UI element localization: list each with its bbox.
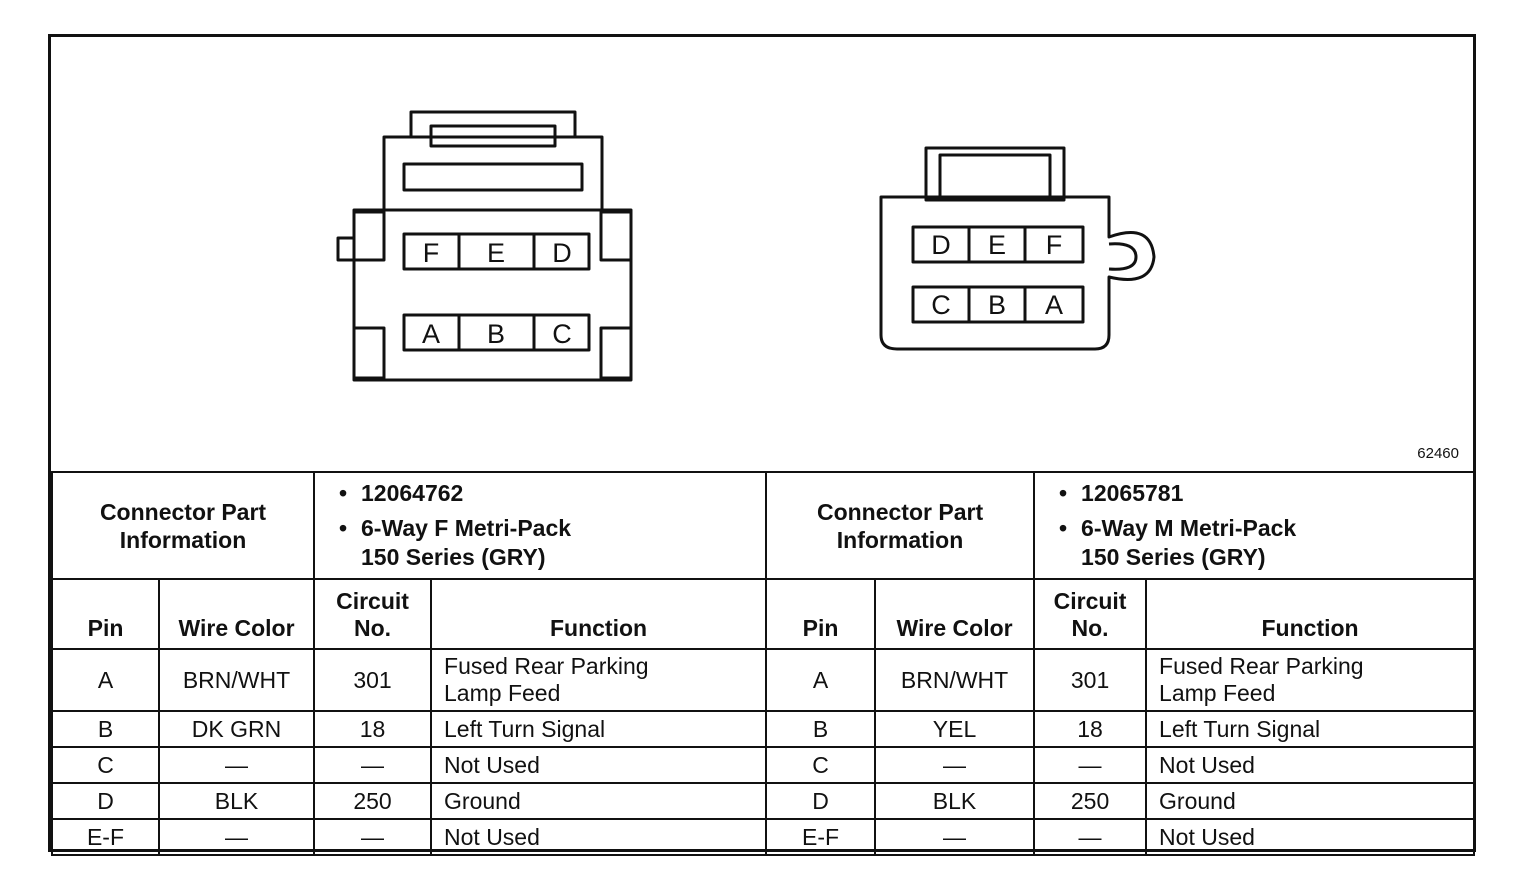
wire-color-cell: YEL: [874, 710, 1036, 748]
female-pin-label: B: [487, 319, 505, 349]
wire-color-cell: BLK: [874, 782, 1036, 820]
function-cell: Not Used: [430, 746, 768, 784]
wire-color-cell: —: [874, 746, 1036, 784]
part-number: 12065781: [1059, 479, 1467, 508]
female-pin-label: E: [487, 238, 505, 268]
pin-cell: B: [51, 710, 160, 748]
function-cell: Not Used: [1145, 746, 1476, 784]
header-pin: Pin: [765, 578, 877, 650]
pin-cell: C: [765, 746, 877, 784]
female-pin-label: D: [552, 238, 572, 268]
female-pin-label: F: [423, 238, 440, 268]
male-pin-label: C: [931, 290, 951, 320]
male-pin-label: D: [931, 230, 951, 260]
wire-color-cell: —: [157, 746, 316, 784]
circuit-cell: 250: [313, 782, 433, 820]
connector-drawing: F E D A B C D E F C B A: [336, 110, 1156, 382]
pin-cell: A: [765, 648, 877, 712]
header-function: Function: [1145, 578, 1476, 650]
male-pin-label: A: [1045, 290, 1063, 320]
function-cell: Ground: [430, 782, 768, 820]
function-cell: Left Turn Signal: [430, 710, 768, 748]
wire-color-cell: —: [157, 818, 316, 856]
male-pin-label: B: [988, 290, 1006, 320]
wire-color-cell: DK GRN: [157, 710, 316, 748]
connector-info-details: 12065781 6-Way M Metri-Pack 150 Series (…: [1033, 471, 1476, 580]
male-connector-outline: [879, 146, 1156, 351]
header-wire-color: Wire Color: [874, 578, 1036, 650]
circuit-cell: 301: [1033, 648, 1148, 712]
circuit-cell: —: [313, 818, 433, 856]
pin-cell: A: [51, 648, 160, 712]
header-pin: Pin: [51, 578, 160, 650]
circuit-cell: —: [313, 746, 433, 784]
circuit-cell: 18: [313, 710, 433, 748]
connector-info-row: Connector Part Information 12064762 6-Wa…: [50, 471, 1476, 580]
female-pin-label: A: [422, 319, 440, 349]
connector-description: 6-Way F Metri-Pack 150 Series (GRY): [339, 514, 759, 572]
function-cell: Not Used: [430, 818, 768, 856]
table-row: E-F — — Not Used E-F — — Not Used: [51, 818, 1476, 856]
circuit-cell: 250: [1033, 782, 1148, 820]
table-row: C — — Not Used C — — Not Used: [51, 746, 1476, 784]
male-pin-label: F: [1046, 230, 1063, 260]
female-connector-outline: [336, 110, 633, 382]
function-cell: Ground: [1145, 782, 1476, 820]
pin-cell: D: [51, 782, 160, 820]
connector-info-details: 12064762 6-Way F Metri-Pack 150 Series (…: [313, 471, 768, 580]
figure-number: 62460: [1417, 445, 1459, 462]
pinout-table: Connector Part Information 12064762 6-Wa…: [50, 471, 1476, 856]
pin-cell: E-F: [51, 818, 160, 856]
function-cell: Left Turn Signal: [1145, 710, 1476, 748]
pin-cell: E-F: [765, 818, 877, 856]
diagram-frame: F E D A B C D E F C B A 62460 Connector …: [48, 34, 1476, 856]
pin-cell: C: [51, 746, 160, 784]
table-row: D BLK 250 Ground D BLK 250 Ground: [51, 782, 1476, 820]
pin-cell: D: [765, 782, 877, 820]
connector-info-label: Connector Part Information: [765, 471, 1036, 580]
function-cell: Not Used: [1145, 818, 1476, 856]
male-pin-label: E: [988, 230, 1006, 260]
female-pin-label: C: [552, 319, 572, 349]
connector-description: 6-Way M Metri-Pack 150 Series (GRY): [1059, 514, 1467, 572]
circuit-cell: —: [1033, 818, 1148, 856]
circuit-cell: —: [1033, 746, 1148, 784]
table-row: B DK GRN 18 Left Turn Signal B YEL 18 Le…: [51, 710, 1476, 748]
wire-color-cell: —: [874, 818, 1036, 856]
wire-color-cell: BRN/WHT: [874, 648, 1036, 712]
part-number: 12064762: [339, 479, 759, 508]
pin-cell: B: [765, 710, 877, 748]
circuit-cell: 18: [1033, 710, 1148, 748]
wire-color-cell: BRN/WHT: [157, 648, 316, 712]
connector-info-label: Connector Part Information: [50, 471, 316, 580]
wire-color-cell: BLK: [157, 782, 316, 820]
circuit-cell: 301: [313, 648, 433, 712]
header-wire-color: Wire Color: [157, 578, 316, 650]
header-function: Function: [430, 578, 768, 650]
